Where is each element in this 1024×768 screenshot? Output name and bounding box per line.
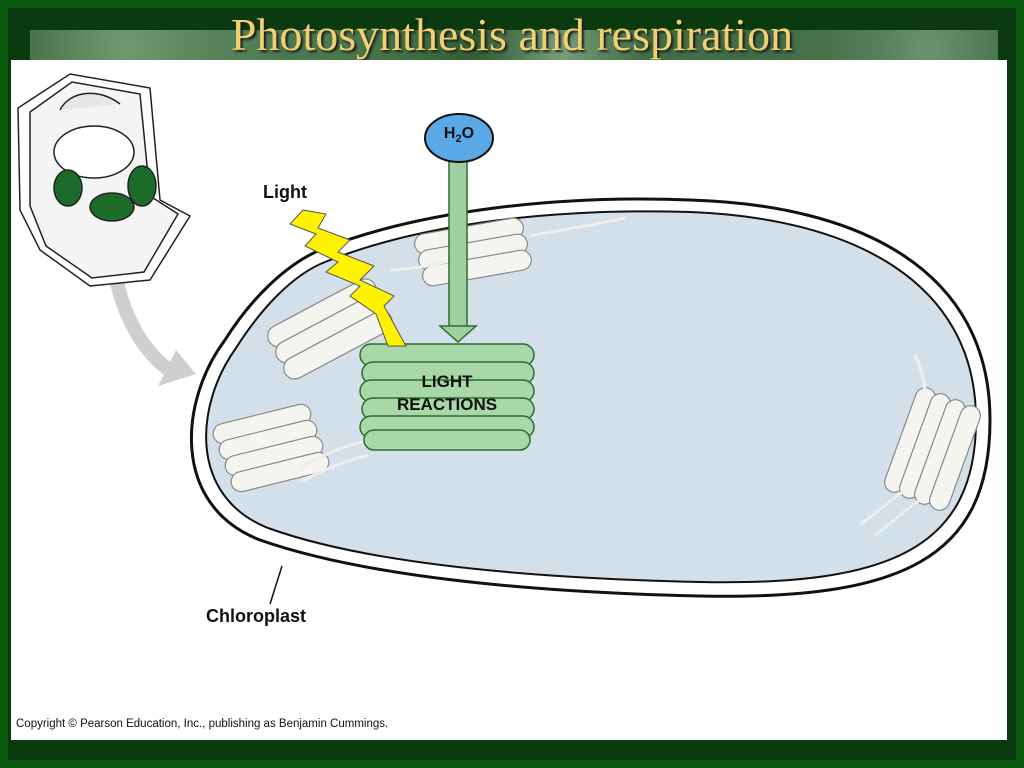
grana-stack-upper-left xyxy=(267,278,393,380)
grana-stack-right xyxy=(884,387,981,511)
copyright-notice: Copyright © Pearson Education, Inc., pub… xyxy=(16,718,389,730)
lightning-bolt-icon xyxy=(289,209,407,347)
light-reactions-label-line2: REACTIONS xyxy=(396,395,498,414)
plant-cell-icon xyxy=(17,73,192,287)
h2o-arrow-head xyxy=(438,325,478,344)
chloroplast-label: Chloroplast xyxy=(206,606,307,626)
h2o-arrow-shaft xyxy=(448,159,468,329)
h2o-label-o: O xyxy=(461,125,475,142)
chloroplast-pointer-line xyxy=(269,565,283,605)
grana-stack-lower-left xyxy=(212,403,330,493)
h2o-bubble xyxy=(424,113,494,163)
h2o-label-h: H xyxy=(443,125,456,142)
h2o-label: H2O xyxy=(439,125,479,145)
light-label: Light xyxy=(263,182,307,202)
chloroplast-inner-membrane xyxy=(205,210,978,584)
light-reactions-label-line1: LIGHT xyxy=(421,372,473,391)
light-reactions-stack xyxy=(359,343,535,451)
h2o-label-sub: 2 xyxy=(455,133,462,146)
title-banner xyxy=(30,30,998,64)
slide-title: Photosynthesis and respiration xyxy=(230,9,794,60)
